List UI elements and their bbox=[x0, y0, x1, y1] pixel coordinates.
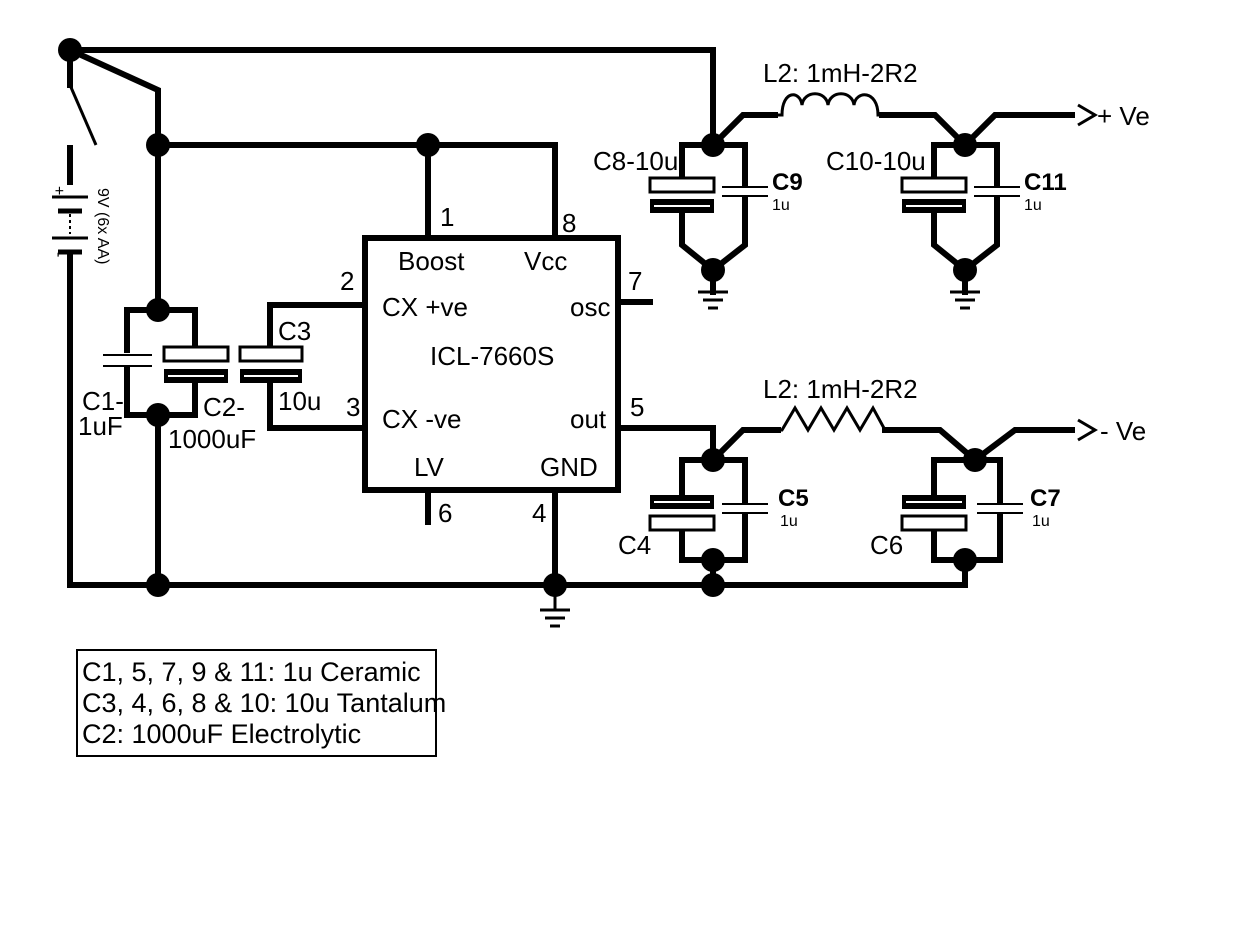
pin-label-osc: osc bbox=[570, 292, 610, 322]
pin-number-6: 6 bbox=[438, 498, 452, 528]
note-line-2: C3, 4, 6, 8 & 10: 10u Tantalum bbox=[82, 688, 446, 718]
notes-box bbox=[76, 649, 437, 757]
c9-value: 1u bbox=[772, 197, 790, 214]
battery-label: 9V (6x AA) bbox=[94, 188, 111, 264]
c9-label: C9 bbox=[772, 169, 803, 196]
c11-capacitor bbox=[974, 186, 1020, 197]
c8-capacitor bbox=[648, 176, 716, 213]
pin-label-vcc: Vcc bbox=[524, 246, 567, 276]
pin-number-5: 5 bbox=[630, 392, 644, 422]
pin-label-cx-neg: CX -ve bbox=[382, 404, 461, 434]
inductor-bottom-label: L2: 1mH-2R2 bbox=[763, 374, 918, 404]
neg-output-label: - Ve bbox=[1100, 416, 1146, 446]
c3-label: C3 bbox=[278, 316, 311, 346]
c6-capacitor bbox=[900, 495, 968, 532]
c7-label: C7 bbox=[1030, 485, 1061, 512]
c2-capacitor bbox=[162, 345, 230, 383]
c11-value: 1u bbox=[1024, 197, 1042, 214]
c7-capacitor bbox=[977, 503, 1023, 514]
c1-value: 1uF bbox=[78, 411, 123, 441]
c3-capacitor bbox=[238, 345, 304, 383]
pin-number-7: 7 bbox=[628, 266, 642, 296]
pos-output-label: + Ve bbox=[1097, 101, 1150, 131]
pin-number-1: 1 bbox=[440, 202, 454, 232]
c6-label: C6 bbox=[870, 530, 903, 560]
c5-label: C5 bbox=[778, 485, 809, 512]
pin-number-4: 4 bbox=[532, 498, 546, 528]
pin-number-3: 3 bbox=[346, 392, 360, 422]
inductor-bottom bbox=[778, 404, 887, 433]
pin-label-gnd: GND bbox=[540, 452, 598, 482]
c4-label: C4 bbox=[618, 530, 651, 560]
pin-label-cx-pos: CX +ve bbox=[382, 292, 468, 322]
c4-capacitor bbox=[648, 495, 716, 532]
ground-symbol-c10 bbox=[950, 290, 980, 310]
battery-minus: - bbox=[50, 252, 67, 257]
c11-label: C11 bbox=[1024, 169, 1067, 196]
pin-label-out: out bbox=[570, 404, 607, 434]
note-line-1: C1, 5, 7, 9 & 11: 1u Ceramic bbox=[82, 657, 421, 687]
ground-symbol-c8 bbox=[698, 290, 728, 310]
battery-plus: + bbox=[50, 186, 67, 195]
c10-label: C10-10u bbox=[826, 146, 926, 176]
junction-nodes bbox=[58, 38, 987, 597]
inductor-top bbox=[775, 92, 882, 117]
pin-number-8: 8 bbox=[562, 208, 576, 238]
pin-number-2: 2 bbox=[340, 266, 354, 296]
inductor-top-label: L2: 1mH-2R2 bbox=[763, 58, 918, 88]
pin-label-boost: Boost bbox=[398, 246, 465, 276]
c2-label: C2- bbox=[203, 392, 245, 422]
pin-label-lv: LV bbox=[414, 452, 445, 482]
c10-capacitor bbox=[900, 176, 968, 213]
pos-output-arrow bbox=[1077, 103, 1098, 127]
c3-value: 10u bbox=[278, 386, 321, 416]
c1-capacitor bbox=[103, 354, 152, 367]
ic-name: ICL-7660S bbox=[430, 341, 554, 371]
ic-body bbox=[362, 235, 621, 493]
battery-symbol bbox=[52, 195, 88, 255]
neg-output-arrow bbox=[1077, 418, 1098, 442]
note-line-3: C2: 1000uF Electrolytic bbox=[82, 719, 361, 749]
c5-value: 1u bbox=[780, 513, 798, 530]
switch-blade bbox=[68, 84, 98, 146]
c5-capacitor bbox=[722, 503, 768, 514]
c2-value: 1000uF bbox=[168, 424, 256, 454]
c9-capacitor bbox=[722, 186, 768, 197]
c7-value: 1u bbox=[1032, 513, 1050, 530]
c1-label: C1- bbox=[82, 386, 124, 416]
c8-label: C8-10u bbox=[593, 146, 678, 176]
